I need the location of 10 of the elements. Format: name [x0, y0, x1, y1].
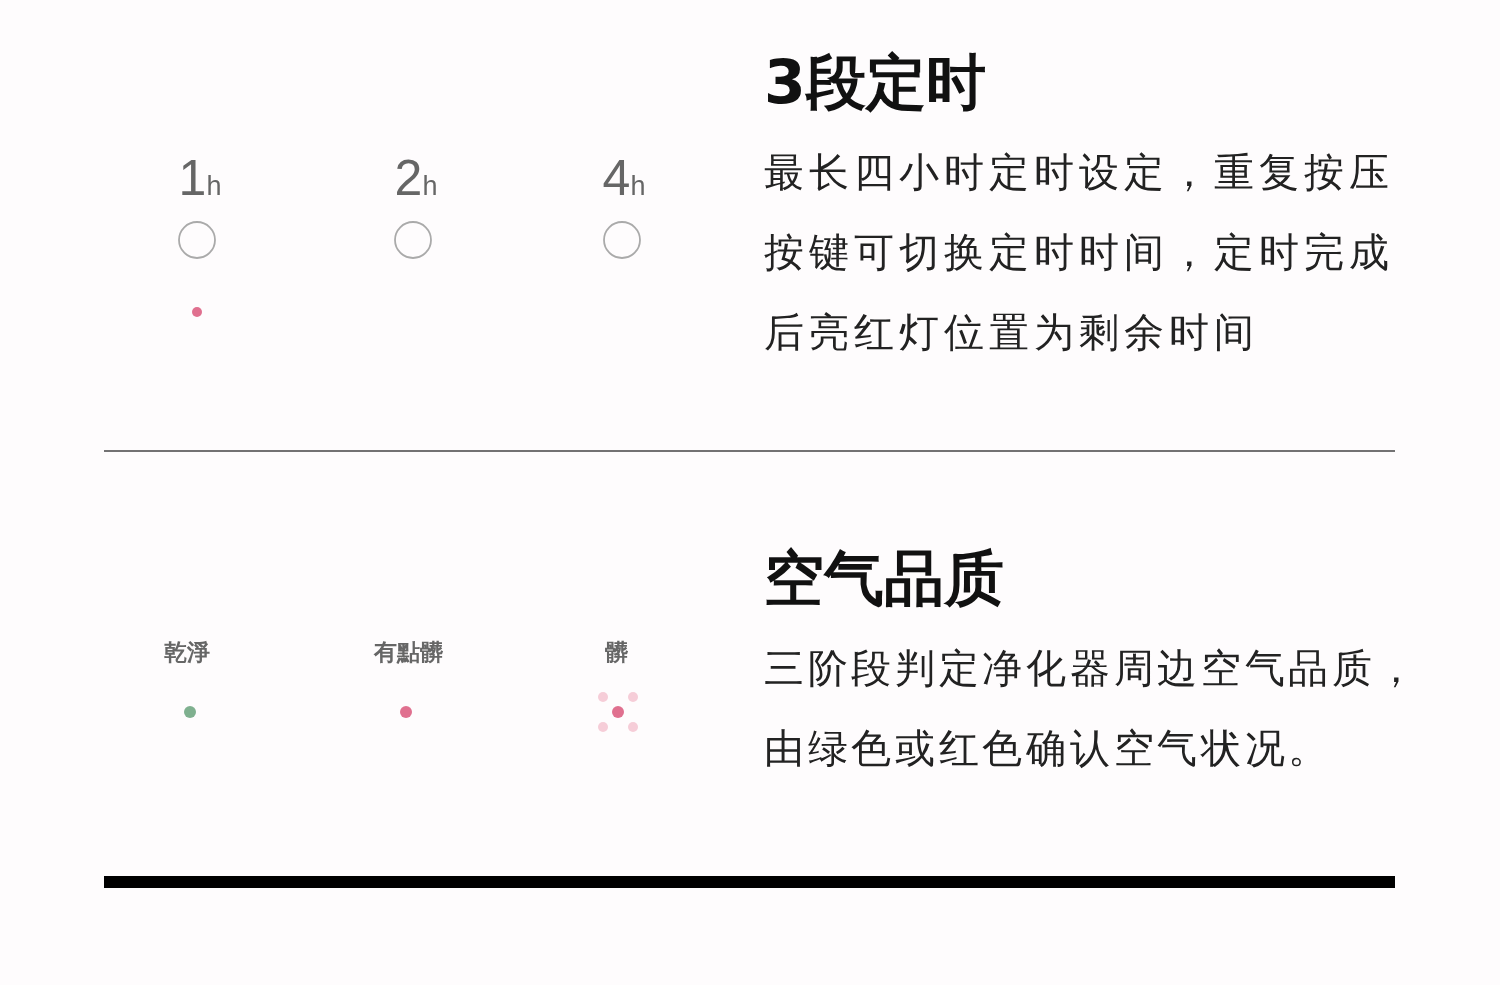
status-label: 髒 — [604, 638, 628, 667]
section-heading: 空气品质 — [764, 542, 1004, 614]
status-label: 有點髒 — [373, 638, 443, 667]
timer-label: 2h — [394, 150, 438, 208]
timer-label: 4h — [602, 150, 646, 208]
section-heading: 3段定时 — [764, 46, 986, 118]
status-label: 乾淨 — [164, 638, 210, 667]
description-text: 最长四小时定时设定，重复按压按键可切换定时时间，定时完成后亮红灯位置为剩余时间 — [764, 148, 1395, 357]
description-text: 三阶段判定净化器周边空气品质，由绿色或红色确认空气状况。 — [764, 644, 1421, 773]
timer-label: 1h — [178, 150, 222, 208]
